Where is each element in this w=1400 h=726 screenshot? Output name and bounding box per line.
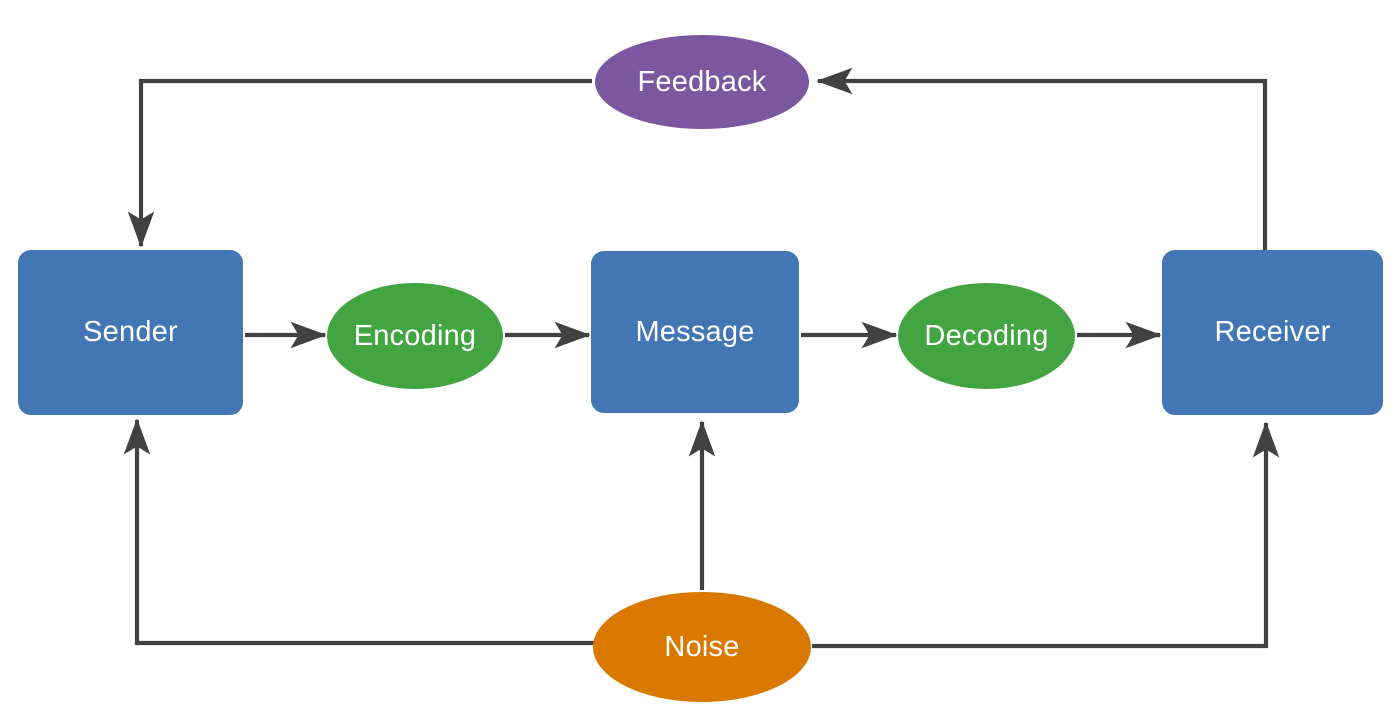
edge-feedback-to-sender	[127, 78, 592, 248]
edge-noise-to-sender	[123, 418, 597, 646]
edge-noise-to-receiver	[812, 421, 1280, 649]
node-feedback[interactable]	[595, 35, 809, 129]
node-sender[interactable]	[18, 250, 243, 415]
node-receiver[interactable]	[1162, 250, 1383, 415]
node-decoding[interactable]	[898, 283, 1075, 389]
node-noise[interactable]	[593, 592, 811, 702]
node-encoding[interactable]	[327, 283, 503, 389]
edge-receiver-to-feedback	[816, 67, 1268, 250]
node-message[interactable]	[591, 251, 799, 413]
